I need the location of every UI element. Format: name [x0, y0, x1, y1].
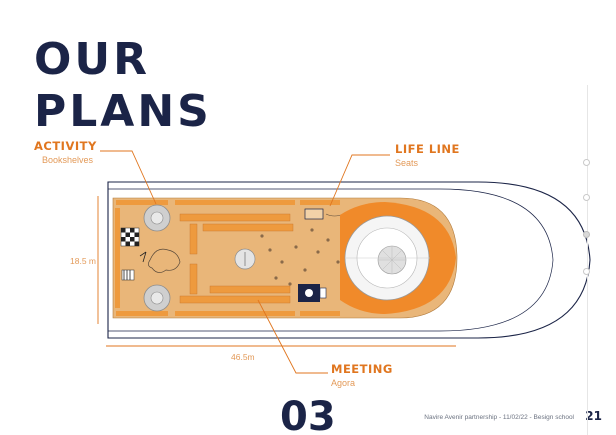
callout-lifeline: LIFE LINE Seats	[395, 142, 460, 168]
side-nav-dot-1[interactable]	[583, 159, 590, 166]
page-title: OUR PLANS	[34, 34, 212, 138]
title-line-1: OUR	[34, 34, 151, 85]
dimension-lines	[97, 196, 456, 347]
tree-sculpture-icon	[148, 248, 181, 273]
meeting-console	[298, 284, 327, 302]
piano-icon	[121, 269, 135, 281]
chessboard-icon	[120, 227, 140, 247]
dimension-length-label: 46.5m	[231, 352, 255, 362]
side-nav-dot-4[interactable]	[583, 268, 590, 275]
deck-hatch	[304, 208, 324, 220]
perimeter-benches	[115, 200, 340, 316]
section-number: 03	[280, 394, 336, 435]
lifeline-seats	[179, 213, 294, 304]
callout-meeting-title: MEETING	[331, 362, 393, 376]
bookshelf-top	[143, 204, 171, 232]
bookshelf-bottom	[143, 284, 171, 312]
side-nav-dot-3[interactable]	[583, 231, 590, 238]
callout-leaders	[100, 150, 390, 374]
footer-text: Navire Avenir partnership - 11/02/22 - B…	[424, 414, 574, 421]
callout-lifeline-subtitle: Seats	[395, 158, 419, 168]
side-nav-dot-2[interactable]	[583, 194, 590, 201]
side-nav-line	[587, 85, 588, 435]
hull-inner-outline	[107, 188, 554, 332]
callout-activity: ACTIVITY Bookshelves	[34, 139, 97, 165]
callout-activity-subtitle: Bookshelves	[42, 155, 94, 165]
callout-lifeline-title: LIFE LINE	[395, 142, 460, 156]
callout-meeting: MEETING Agora	[331, 362, 393, 388]
page-number: 21	[585, 409, 602, 423]
dimension-width-label: 18.5 m	[70, 256, 96, 266]
telescope-icon	[139, 251, 147, 263]
title-line-2: PLANS	[34, 86, 212, 137]
callout-meeting-subtitle: Agora	[331, 378, 356, 388]
bow-observatory	[340, 202, 456, 314]
callout-activity-title: ACTIVITY	[34, 139, 97, 153]
